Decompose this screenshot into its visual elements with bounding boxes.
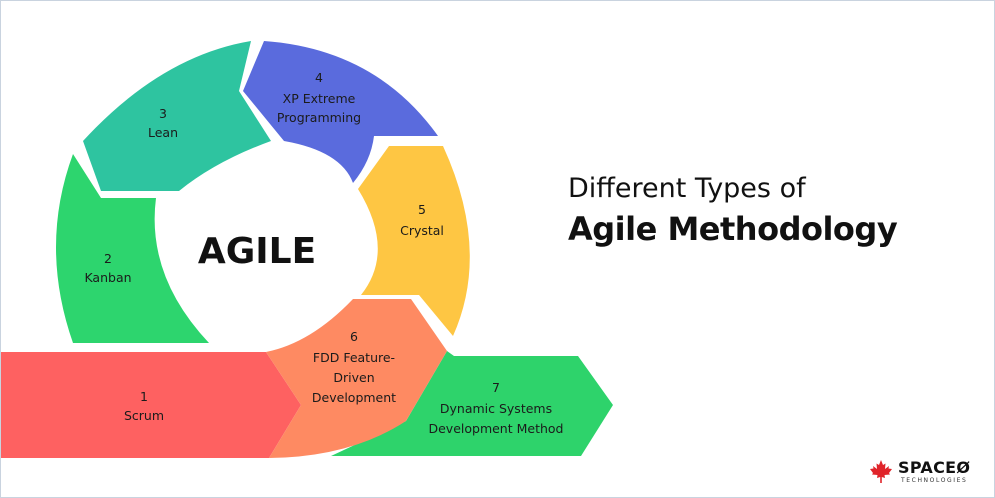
segment-shape-kanban [56,154,209,343]
heading-title: Agile Methodology [568,210,898,248]
segment-shape-scrum [1,352,301,458]
segment-number-kanban: 2 [104,251,112,266]
segment-shape-lean [83,41,271,191]
segment-number-fdd: 6 [350,329,358,344]
segment-label-dsdm-line2: Development Method [428,421,563,436]
segment-label-xp-line2: Programming [277,110,361,125]
segment-label-xp-line1: XP Extreme [283,91,356,106]
segment-label-fdd-line1: FDD Feature- [313,350,395,365]
segment-number-crystal: 5 [418,202,426,217]
segment-number-lean: 3 [159,106,167,121]
segment-shape-xp [243,41,438,183]
segment-label-crystal: Crystal [400,223,444,238]
heading-subtitle: Different Types of [568,173,806,204]
segment-label-kanban: Kanban [84,270,131,285]
segment-label-dsdm-line1: Dynamic Systems [440,401,552,416]
maple-leaf-icon [870,460,892,483]
heading-block: Different Types of Agile Methodology [568,171,898,251]
segment-label-fdd-line3: Development [312,390,396,405]
segment-number-dsdm: 7 [492,380,500,395]
segment-shape-crystal [358,146,470,336]
company-logo: SPACEØ TECHNOLOGIES [868,457,986,487]
logo-subtext: TECHNOLOGIES [901,477,968,484]
segment-label-scrum: Scrum [124,408,164,423]
logo-name: SPACEØ [898,458,971,477]
segment-shape-fdd [266,299,447,458]
segment-number-xp: 4 [315,70,323,85]
segment-label-lean: Lean [148,125,178,140]
segment-shape-dsdm [331,351,613,456]
segment-label-fdd-line2: Driven [333,370,374,385]
center-label: AGILE [198,231,316,272]
segment-number-scrum: 1 [140,389,148,404]
